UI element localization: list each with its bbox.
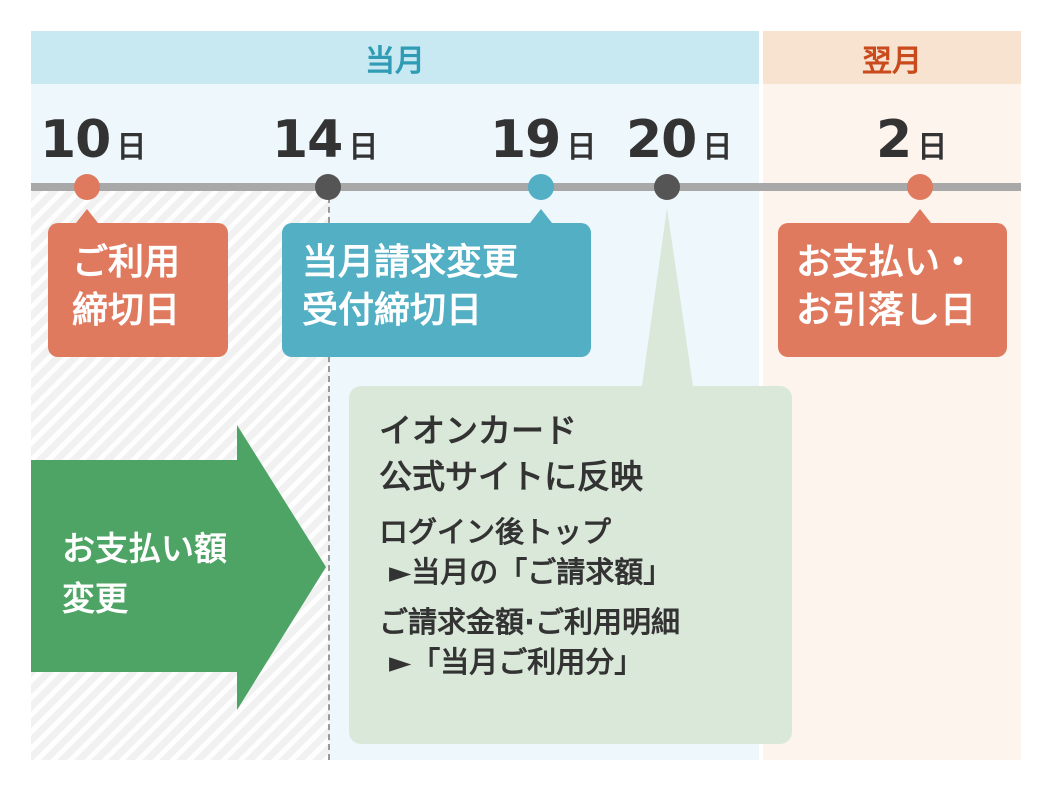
- callout-line: お支払い・: [796, 242, 977, 283]
- info-title-line: イオンカード: [379, 411, 577, 450]
- timeline-dot-20: [654, 174, 680, 200]
- arrow-label-line: お支払い額: [62, 529, 227, 568]
- callout-pointer-payment: [909, 209, 931, 223]
- next-month-header: 翌月: [763, 31, 1021, 84]
- callout-line: 締切日: [72, 290, 181, 331]
- current-month-label: 当月: [365, 43, 425, 79]
- date-unit: 日: [566, 130, 597, 165]
- callout-pointer-usage: [76, 209, 98, 223]
- callout-line: 受付締切日: [302, 290, 483, 331]
- current-month-header: 当月: [31, 31, 759, 84]
- info-path-line: ご請求金額·ご利用明細: [379, 605, 681, 639]
- timeline-dot-10: [74, 174, 100, 200]
- callout-usage-cutoff: ご利用 締切日: [48, 223, 228, 357]
- payment-change-arrow: [31, 425, 326, 710]
- info-path-line: ►当月の「ご請求額」: [389, 555, 673, 589]
- payment-change-label: お支払い額 変更: [62, 524, 227, 624]
- date-unit: 日: [116, 130, 147, 165]
- website-reflection-box: イオンカード 公式サイトに反映 ログイン後トップ ►当月の「ご請求額」 ご請求金…: [349, 386, 792, 744]
- timeline-dot-19: [528, 174, 554, 200]
- arrow-label-line: 変更: [62, 579, 128, 618]
- date-unit: 日: [348, 130, 379, 165]
- date-number: 14: [272, 110, 343, 170]
- timeline-dot-14: [315, 174, 341, 200]
- callout-line: ご利用: [72, 242, 181, 283]
- next-month-area: [763, 84, 1021, 760]
- timeline-dot-2: [907, 174, 933, 200]
- callout-line: お引落し日: [796, 290, 977, 331]
- info-title-line: 公式サイトに反映: [379, 457, 643, 496]
- date-unit: 日: [702, 130, 733, 165]
- info-path-line: ログイン後トップ: [379, 515, 612, 549]
- dashed-divider: [328, 187, 330, 760]
- timeline-line: [31, 183, 1021, 191]
- callout-line: 当月請求変更: [302, 242, 519, 283]
- info-pointer: [640, 208, 695, 400]
- date-number: 2: [876, 110, 912, 170]
- next-month-label: 翌月: [862, 43, 922, 79]
- info-path-line: ►「当月ご利用分」: [389, 645, 644, 679]
- date-unit: 日: [917, 130, 948, 165]
- date-number: 19: [490, 110, 561, 170]
- callout-billing-change-cutoff: 当月請求変更 受付締切日: [282, 223, 591, 357]
- date-number: 20: [626, 110, 697, 170]
- date-number: 10: [40, 110, 111, 170]
- callout-payment-day: お支払い・ お引落し日: [778, 223, 1007, 357]
- callout-pointer-billing: [530, 209, 552, 223]
